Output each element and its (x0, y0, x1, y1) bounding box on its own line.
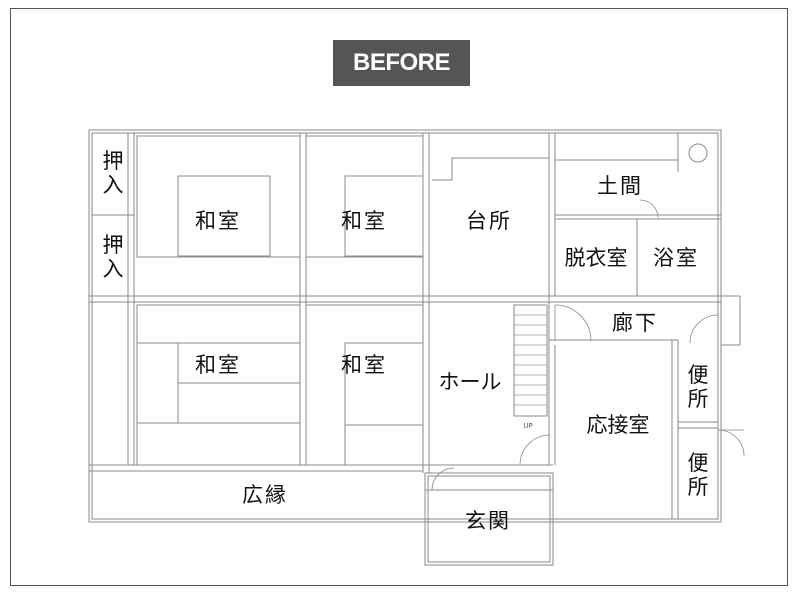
room-label-datsuishitsu: 脱衣室 (565, 246, 628, 270)
room-label-oshiire-2: 押入 (103, 233, 124, 281)
room-label-doma: 土間 (597, 174, 643, 198)
room-label-oshiire-1: 押入 (103, 149, 124, 197)
room-label-benjo-2: 便所 (688, 451, 709, 499)
room-label-washitsu-2: 和室 (341, 209, 387, 233)
room-label-genkan: 玄関 (465, 509, 511, 533)
drawing-frame (10, 8, 788, 586)
stair-treads (514, 314, 547, 406)
before-title-badge: BEFORE (333, 40, 470, 86)
room-label-rouka: 廊下 (612, 311, 658, 335)
room-label-washitsu-4: 和室 (341, 353, 387, 377)
room-label-yokushitsu: 浴室 (653, 246, 699, 270)
room-label-hiroen: 広縁 (242, 483, 288, 507)
stair-up-label: UP (523, 422, 532, 430)
room-label-hall: ホール (439, 370, 502, 394)
room-label-ousetsushitsu: 応接室 (587, 413, 650, 437)
room-label-washitsu-1: 和室 (195, 209, 241, 233)
room-label-benjo-1: 便所 (688, 363, 709, 411)
door-swings (431, 199, 745, 491)
room-label-daidokoro: 台所 (466, 209, 512, 233)
plan-walls (88, 129, 741, 566)
room-label-washitsu-3: 和室 (195, 353, 241, 377)
